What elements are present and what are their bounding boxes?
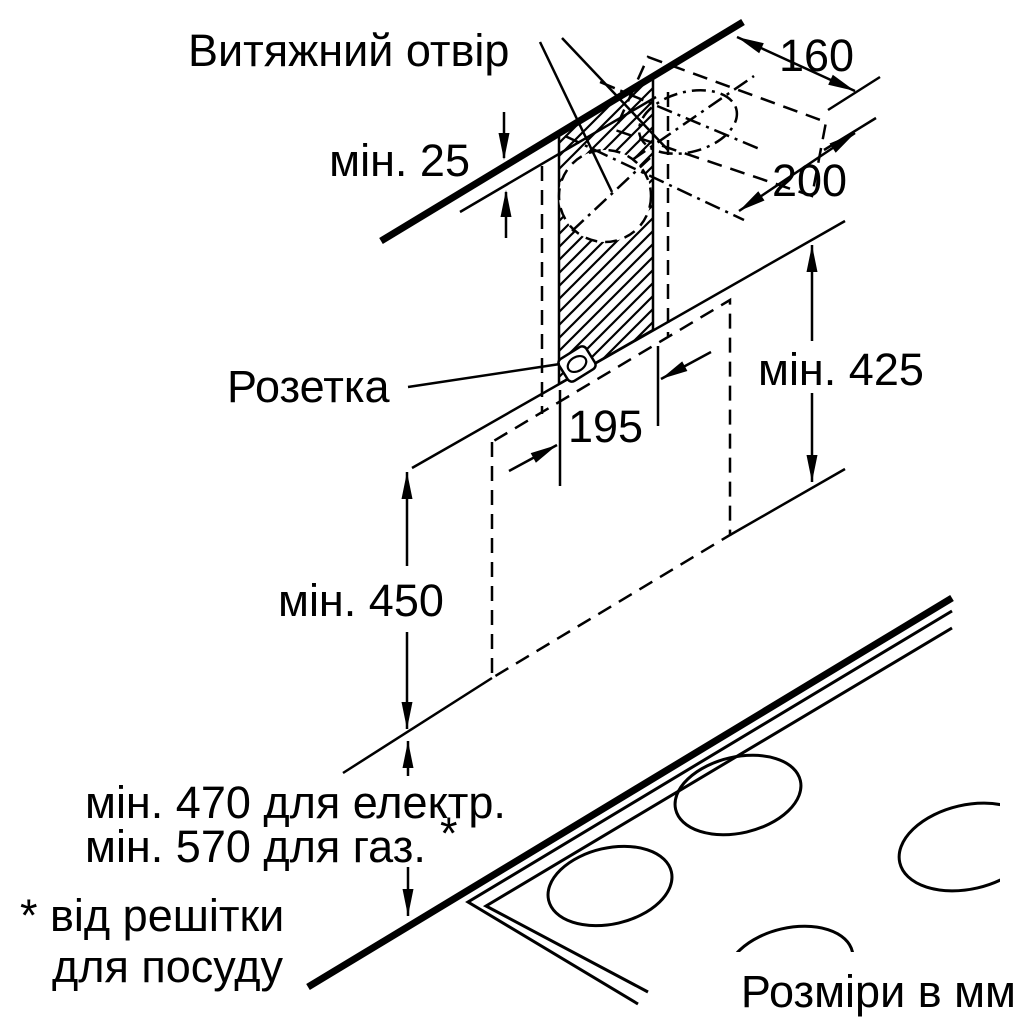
exhaust-leader-wall [538,41,614,193]
gas-footnote-asterisk: * [440,808,458,859]
dim-min-450: мін. 450 [278,575,444,626]
dim-min-570-gas: мін. 570 для газ. [85,821,426,872]
cooktop-back-line [306,595,954,990]
exhaust-opening-label: Витяжний отвір [188,25,509,76]
wall-exhaust-hole [557,148,653,244]
duct-centerline-2 [631,74,755,162]
hole-centerline-1 [564,134,745,222]
hob-border-inner [482,626,953,994]
dim-min-470-electric: мін. 470 для електр. [85,777,506,828]
hob-border-outer [465,609,953,1006]
hole-centerline-2 [571,157,651,232]
duct-centerline-1 [599,80,763,152]
duct-circle [637,89,739,155]
socket-symbol [557,345,597,383]
soffit-bottom-line [459,95,657,214]
duct-cutout-outline [613,55,828,198]
cooktop [465,609,1000,1006]
footnote-line-2: для посуду [52,941,284,992]
hidden-outlines [490,55,828,681]
footnote-line-1: * від решітки [20,890,284,941]
hood-level-line-left [342,676,493,775]
units-note: Розміри в мм [741,966,1016,1017]
dim-ceiling-gap: мін. 25 [329,135,470,186]
exhaust-leader-duct [561,37,669,151]
burner-4 [725,924,855,952]
arrowheads [401,37,855,916]
duct-circle-group [564,74,763,232]
wall-bottom-line [411,219,846,470]
burner-1 [673,753,803,837]
hood-outline [490,297,732,681]
dim-160: 160 [779,30,854,81]
socket-leader [407,362,561,389]
dim-200: 200 [772,155,847,206]
burner-3 [897,801,1000,893]
leader-lines [407,37,669,389]
socket-label: Розетка [227,361,391,412]
ceiling-line [379,19,745,244]
hood-level-line-right [729,467,846,537]
dim-min-425: мін. 425 [758,344,924,395]
burner-2 [546,844,674,928]
dim-195: 195 [568,401,643,452]
